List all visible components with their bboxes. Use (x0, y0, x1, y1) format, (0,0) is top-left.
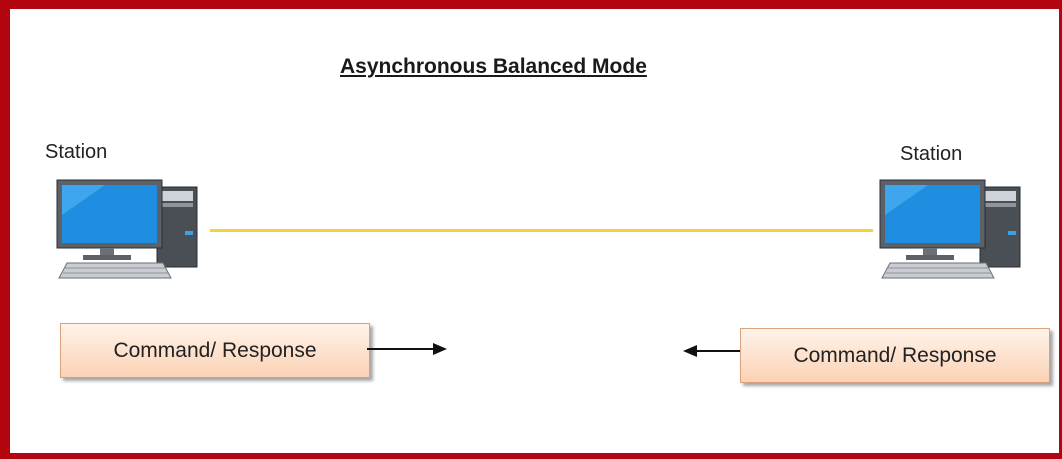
right-station-label: Station (900, 143, 963, 165)
right-command-response-box: Command/ Response (740, 328, 1050, 383)
link-line (210, 229, 873, 232)
left-computer-icon (56, 179, 198, 279)
left-station-label: Station (45, 141, 108, 163)
arrow-left-icon (683, 345, 740, 357)
arrow-right-icon (367, 343, 447, 355)
diagram-title: Asynchronous Balanced Mode (340, 55, 647, 78)
right-computer-icon (879, 179, 1021, 279)
left-command-response-box: Command/ Response (60, 323, 370, 378)
